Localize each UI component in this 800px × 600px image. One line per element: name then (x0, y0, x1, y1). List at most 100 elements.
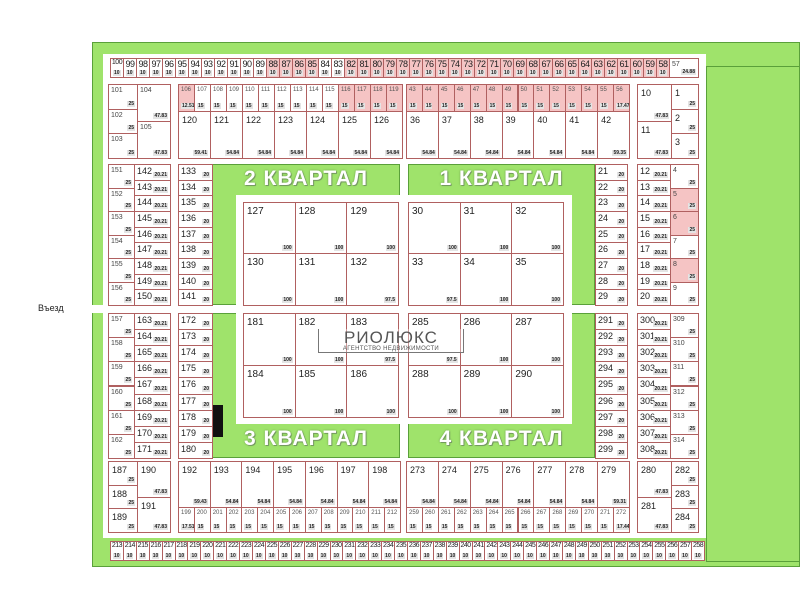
plot-26[interactable]: 2620 (595, 242, 628, 259)
plot-303[interactable]: 30320.21 (637, 361, 671, 379)
plot-266[interactable]: 26615 (517, 507, 535, 533)
plot-152[interactable]: 15225 (108, 187, 135, 212)
plot-217[interactable]: 21710 (161, 541, 176, 561)
plot-312[interactable]: 31225 (670, 385, 699, 411)
plot-159[interactable]: 15925 (108, 361, 135, 387)
plot-47[interactable]: 4715 (469, 84, 487, 112)
plot-123[interactable]: 12354.84 (274, 111, 307, 159)
plot-197[interactable]: 19754.84 (336, 461, 370, 508)
plot-141[interactable]: 14120 (178, 289, 213, 306)
plot-295[interactable]: 29520 (595, 377, 628, 395)
plot-96[interactable]: 9610 (162, 58, 176, 78)
plot-27[interactable]: 2720 (595, 258, 628, 275)
plot-259[interactable]: 25915 (406, 507, 423, 533)
plot-239[interactable]: 23910 (445, 541, 460, 561)
plot-107[interactable]: 10715 (194, 84, 211, 112)
plot-44[interactable]: 4415 (421, 84, 439, 112)
plot-57[interactable]: 5724.88 (669, 58, 699, 78)
plot-89[interactable]: 8910 (253, 58, 267, 78)
plot-113[interactable]: 11315 (290, 84, 307, 112)
plot-104[interactable]: 10447.83 (137, 84, 171, 122)
plot-193[interactable]: 19354.84 (209, 461, 243, 508)
plot-138[interactable]: 13820 (178, 242, 213, 259)
plot-73[interactable]: 7310 (461, 58, 475, 78)
plot-258[interactable]: 25810 (691, 541, 705, 561)
plot-134[interactable]: 13420 (178, 179, 213, 197)
plot-301[interactable]: 30120.21 (637, 329, 671, 347)
plot-128[interactable]: 128100 (294, 202, 348, 254)
plot-179[interactable]: 17920 (178, 425, 213, 443)
plot-240[interactable]: 24010 (458, 541, 473, 561)
plot-170[interactable]: 17020.21 (134, 425, 171, 443)
plot-98[interactable]: 9810 (136, 58, 150, 78)
plot-150[interactable]: 15020.21 (134, 289, 171, 306)
plot-129[interactable]: 129100 (346, 202, 399, 254)
plot-268[interactable]: 26815 (549, 507, 567, 533)
plot-63[interactable]: 6310 (591, 58, 605, 78)
plot-251[interactable]: 25110 (600, 541, 615, 561)
plot-83[interactable]: 8310 (331, 58, 345, 78)
plot-82[interactable]: 8210 (344, 58, 358, 78)
plot-41[interactable]: 4154.84 (565, 111, 599, 159)
plot-124[interactable]: 12454.84 (306, 111, 339, 159)
plot-187[interactable]: 18725 (108, 461, 138, 486)
plot-60[interactable]: 6010 (630, 58, 644, 78)
plot-202[interactable]: 20215 (225, 507, 243, 533)
plot-188[interactable]: 18825 (108, 484, 138, 510)
plot-225[interactable]: 22510 (264, 541, 279, 561)
plot-235[interactable]: 23510 (394, 541, 408, 561)
plot-30[interactable]: 30100 (408, 202, 461, 254)
plot-32[interactable]: 32100 (511, 202, 564, 254)
plot-70[interactable]: 7010 (500, 58, 514, 78)
plot-283[interactable]: 28325 (671, 484, 699, 510)
plot-99[interactable]: 9910 (123, 58, 137, 78)
plot-220[interactable]: 22010 (200, 541, 215, 561)
plot-182[interactable]: 182100 (294, 313, 348, 366)
plot-117[interactable]: 11715 (354, 84, 371, 112)
plot-281[interactable]: 28147.83 (637, 496, 672, 533)
plot-48[interactable]: 4815 (485, 84, 503, 112)
plot-39[interactable]: 3954.84 (501, 111, 535, 159)
plot-71[interactable]: 7110 (487, 58, 501, 78)
plot-307[interactable]: 30720.21 (637, 425, 671, 443)
plot-101[interactable]: 10125 (108, 84, 138, 110)
plot-11[interactable]: 1147.83 (637, 121, 672, 159)
plot-216[interactable]: 21610 (148, 541, 163, 561)
plot-181[interactable]: 181100 (243, 313, 296, 366)
plot-65[interactable]: 6510 (565, 58, 579, 78)
plot-109[interactable]: 10915 (226, 84, 243, 112)
plot-311[interactable]: 31125 (670, 361, 699, 387)
plot-228[interactable]: 22810 (303, 541, 318, 561)
plot-168[interactable]: 16820.21 (134, 393, 171, 411)
plot-253[interactable]: 25310 (626, 541, 641, 561)
plot-64[interactable]: 6410 (578, 58, 592, 78)
plot-61[interactable]: 6110 (617, 58, 631, 78)
plot-246[interactable]: 24610 (536, 541, 551, 561)
plot-256[interactable]: 25610 (665, 541, 680, 561)
plot-112[interactable]: 11215 (274, 84, 291, 112)
plot-222[interactable]: 22210 (226, 541, 241, 561)
plot-66[interactable]: 6610 (552, 58, 566, 78)
plot-272[interactable]: 27217.44 (613, 507, 630, 533)
plot-132[interactable]: 13297.5 (346, 253, 399, 306)
plot-293[interactable]: 29320 (595, 345, 628, 363)
plot-140[interactable]: 14020 (178, 273, 213, 291)
plot-206[interactable]: 20615 (289, 507, 306, 533)
plot-120[interactable]: 12059.41 (178, 111, 211, 159)
plot-221[interactable]: 22110 (213, 541, 228, 561)
plot-288[interactable]: 288100 (408, 365, 461, 418)
plot-77[interactable]: 7710 (409, 58, 423, 78)
plot-75[interactable]: 7510 (435, 58, 449, 78)
plot-85[interactable]: 8510 (305, 58, 319, 78)
plot-133[interactable]: 13320 (178, 164, 213, 181)
plot-52[interactable]: 5215 (549, 84, 567, 112)
plot-116[interactable]: 11615 (338, 84, 355, 112)
plot-292[interactable]: 29220 (595, 329, 628, 347)
plot-229[interactable]: 22910 (316, 541, 331, 561)
plot-171[interactable]: 17120.21 (134, 441, 171, 459)
plot-28[interactable]: 2820 (595, 273, 628, 291)
plot-78[interactable]: 7810 (396, 58, 410, 78)
plot-263[interactable]: 26315 (469, 507, 487, 533)
plot-15[interactable]: 1520.21 (637, 211, 671, 228)
plot-114[interactable]: 11415 (306, 84, 323, 112)
